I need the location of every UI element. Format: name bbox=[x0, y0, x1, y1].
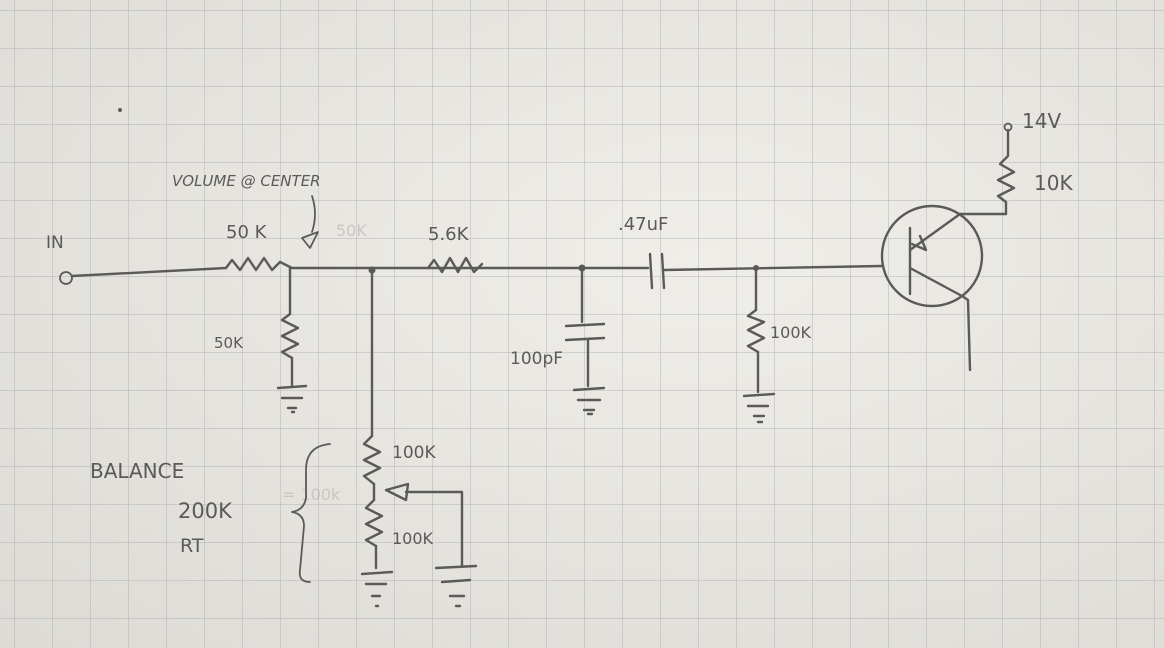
ground-symbol-3 bbox=[434, 564, 478, 608]
wire-emitter bbox=[960, 294, 972, 372]
balance-value: 200K bbox=[178, 499, 233, 523]
resistor-bias-100k bbox=[746, 308, 766, 354]
balance-bracket bbox=[291, 443, 331, 583]
r-bias-label: 100K bbox=[770, 323, 812, 342]
r-mid-label: 5.6K bbox=[428, 224, 470, 245]
cap-coupling-label: .47uF bbox=[618, 214, 668, 235]
capacitor-100pf bbox=[564, 322, 606, 342]
input-label: IN bbox=[46, 233, 64, 253]
supply-label: 14V bbox=[1022, 109, 1061, 133]
ground-symbol-1 bbox=[276, 384, 308, 414]
r-collector-label: 10K bbox=[1034, 171, 1073, 195]
wire-node-a bbox=[278, 260, 582, 270]
cap-shunt-label: 100pF bbox=[510, 349, 563, 369]
ground-symbol-4 bbox=[572, 386, 606, 416]
balance-title: BALANCE bbox=[90, 459, 184, 483]
resistor-mid-5k6 bbox=[426, 256, 484, 274]
bal-pot-bottom-label: 100K bbox=[392, 529, 434, 548]
resistor-balance-bottom bbox=[364, 498, 384, 548]
ground-symbol-2 bbox=[360, 570, 394, 608]
transistor-npn bbox=[880, 204, 984, 308]
resistor-shunt-50k bbox=[280, 312, 300, 360]
ground-symbol-5 bbox=[742, 392, 776, 424]
r-series-label: 50 K bbox=[226, 222, 268, 243]
resistor-series-50k bbox=[224, 256, 282, 272]
volume-wiper-arrow bbox=[301, 195, 319, 249]
stray-pencil-dot bbox=[118, 108, 122, 112]
r-shunt-label: 50K bbox=[214, 334, 244, 352]
bal-pot-top-label: 100K bbox=[392, 443, 436, 463]
volume-label: VOLUME @ CENTER bbox=[172, 172, 321, 190]
resistor-balance-top bbox=[362, 434, 382, 486]
balance-rt-label: RT bbox=[180, 535, 204, 557]
ghost-scribble: = 100k bbox=[282, 485, 341, 504]
balance-wiper-arrow bbox=[384, 482, 464, 568]
supply-terminal bbox=[1003, 122, 1013, 132]
wire-after-coupling-cap bbox=[662, 264, 884, 272]
ghost-50k-text: 50K bbox=[336, 221, 367, 240]
resistor-collector-10k bbox=[996, 128, 1016, 216]
wire-input bbox=[70, 266, 228, 278]
input-terminal bbox=[59, 271, 73, 285]
capacitor-coupling bbox=[648, 252, 666, 290]
